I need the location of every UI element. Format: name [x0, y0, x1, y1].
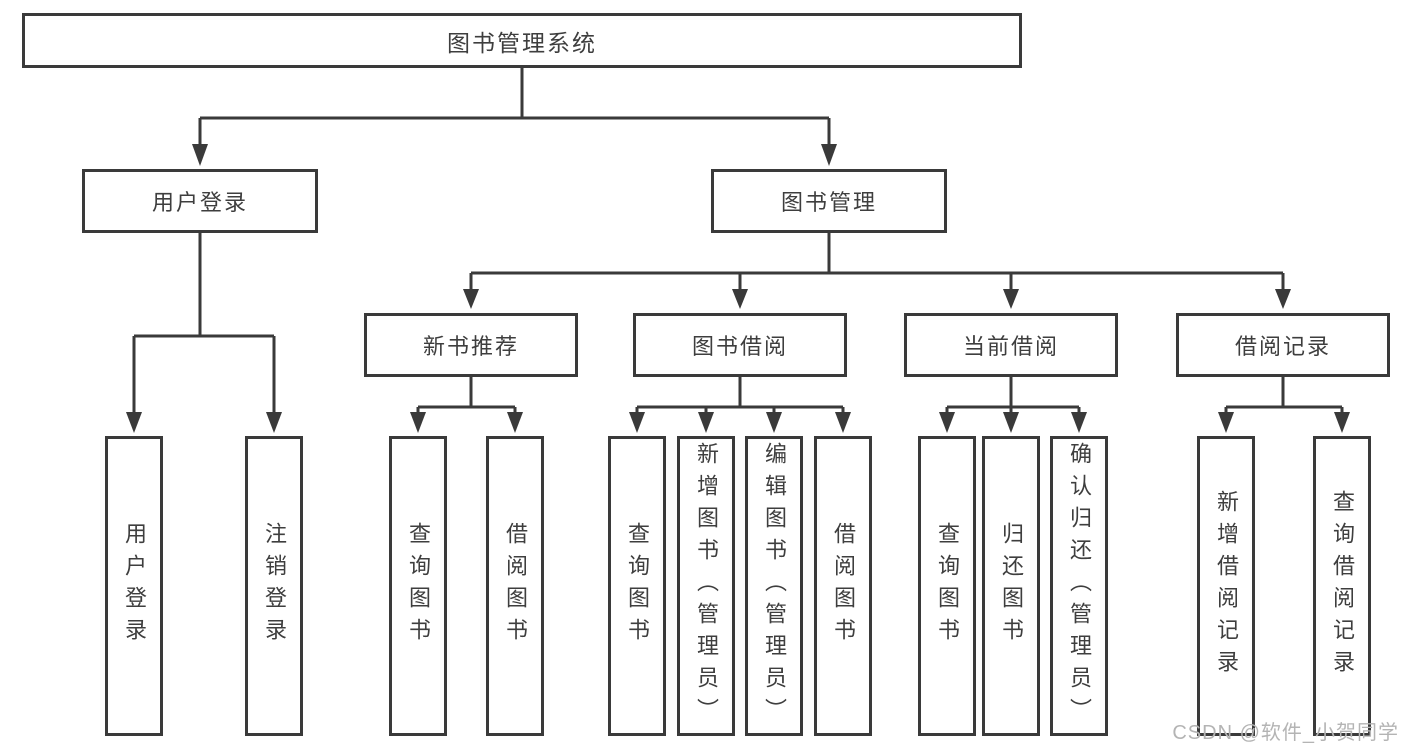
node-box-new-book-recommend: 新书推荐	[364, 313, 578, 377]
node-leaf-borrow-books-recommend: 借阅图书	[486, 436, 544, 736]
arrow-down-icon	[732, 289, 748, 309]
node-box-root: 图书管理系统	[22, 13, 1022, 68]
node-box-borrowing-records: 借阅记录	[1176, 313, 1390, 377]
node-leaf-query-books-recommend: 查询图书	[389, 436, 447, 736]
node-leaf-edit-book-admin: 编辑图书（管理员）	[745, 436, 803, 736]
arrow-down-icon	[1071, 412, 1087, 433]
node-leaf-add-book-admin: 新增图书（管理员）	[677, 436, 735, 736]
arrow-down-icon	[1003, 412, 1019, 433]
node-leaf-return-books: 归还图书	[982, 436, 1040, 736]
node-leaf-logout: 注销登录	[245, 436, 303, 736]
node-box-user-login: 用户登录	[82, 169, 318, 233]
node-leaf-confirm-return-admin: 确认归还（管理员）	[1050, 436, 1108, 736]
arrow-down-icon	[698, 412, 714, 433]
arrow-down-icon	[1334, 412, 1350, 433]
node-leaf-query-borrow-record: 查询借阅记录	[1313, 436, 1371, 736]
arrow-down-icon	[410, 412, 426, 433]
watermark-text: CSDN @软件_小贺同学	[1172, 722, 1399, 744]
node-box-book-management: 图书管理	[711, 169, 947, 233]
arrow-down-icon	[629, 412, 645, 433]
arrow-down-icon	[939, 412, 955, 433]
node-leaf-user-login: 用户登录	[105, 436, 163, 736]
arrow-down-icon	[835, 412, 851, 433]
node-leaf-query-books-current: 查询图书	[918, 436, 976, 736]
node-leaf-query-books-borrowing: 查询图书	[608, 436, 666, 736]
arrow-down-icon	[766, 412, 782, 433]
arrow-down-icon	[192, 144, 208, 166]
arrow-down-icon	[463, 289, 479, 309]
node-box-current-borrowing: 当前借阅	[904, 313, 1118, 377]
node-leaf-borrow-books: 借阅图书	[814, 436, 872, 736]
arrow-down-icon	[126, 412, 142, 433]
arrow-down-icon	[1218, 412, 1234, 433]
node-box-book-borrowing: 图书借阅	[633, 313, 847, 377]
arrow-down-icon	[266, 412, 282, 433]
arrow-down-icon	[821, 144, 837, 166]
arrow-down-icon	[1275, 289, 1291, 309]
arrow-down-icon	[1003, 289, 1019, 309]
node-leaf-add-borrow-record: 新增借阅记录	[1197, 436, 1255, 736]
arrow-down-icon	[507, 412, 523, 433]
